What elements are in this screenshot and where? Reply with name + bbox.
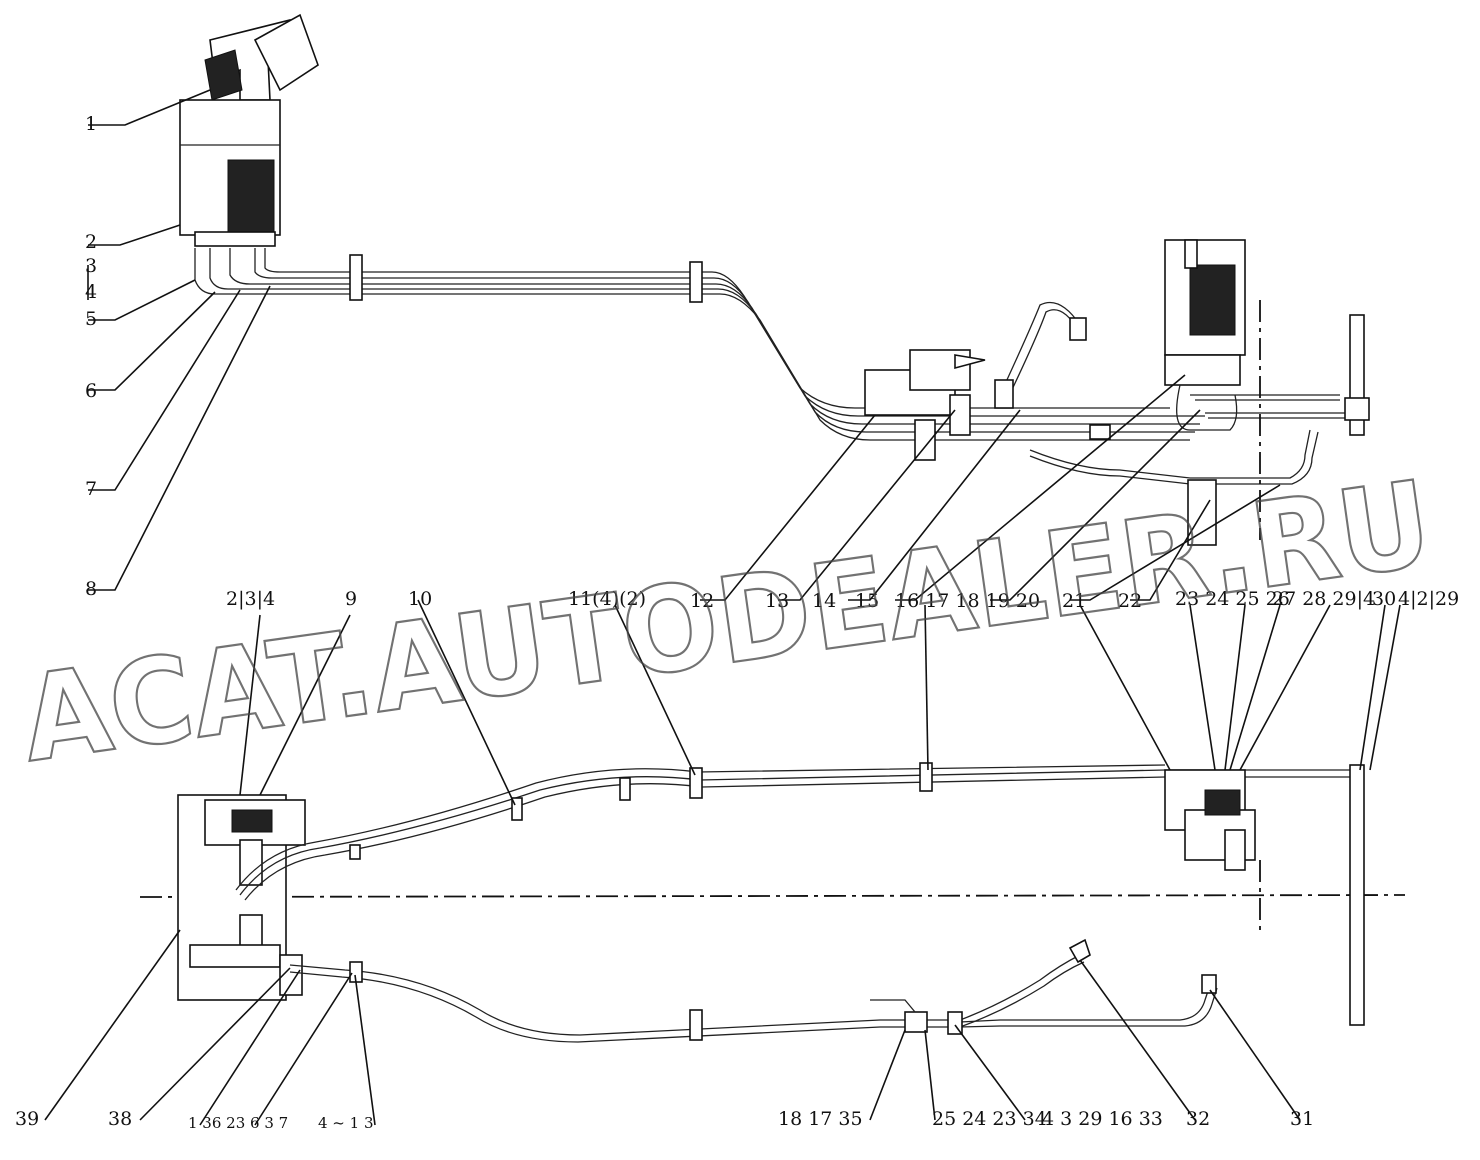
valve-block bbox=[227, 159, 275, 233]
callout-25-24-23-34: 25 24 23 34 bbox=[932, 1108, 1047, 1130]
callout-38: 38 bbox=[108, 1108, 132, 1130]
leader-lines bbox=[44, 89, 1401, 1126]
callout-32: 32 bbox=[1186, 1108, 1210, 1130]
callout-4-3-29-16-33: 4 3 29 16 33 bbox=[1042, 1108, 1163, 1130]
handle-lever bbox=[253, 13, 319, 92]
callout-1: 1 bbox=[85, 113, 97, 135]
bottom-assembly bbox=[139, 762, 1406, 1043]
callout-12: 12 bbox=[690, 590, 714, 612]
watermark-text: ACAT.AUTODEALER.RU bbox=[14, 454, 1439, 788]
callout-small-group-1: 1 36 23 6 3 7 bbox=[188, 1114, 288, 1132]
callout-3: 3 bbox=[85, 255, 97, 277]
callouts: 1 2 3 4 5 6 7 8 12 13 14 15 16 17 18 19 … bbox=[15, 113, 1459, 1132]
callout-5: 5 bbox=[85, 308, 97, 330]
callout-11: 11(4)(2) bbox=[568, 588, 646, 610]
callout-21: 21 bbox=[1062, 590, 1086, 612]
callout-small-group-2: 4 ~ 1 3 bbox=[318, 1114, 374, 1132]
callout-10: 10 bbox=[408, 588, 432, 610]
handle-grip bbox=[204, 49, 243, 101]
callout-22: 22 bbox=[1118, 590, 1142, 612]
callout-31: 31 bbox=[1290, 1108, 1314, 1130]
valve-ports bbox=[194, 231, 276, 247]
callout-8: 8 bbox=[85, 578, 97, 600]
callout-30: 30 bbox=[1372, 588, 1396, 610]
callout-2: 2 bbox=[85, 231, 97, 253]
callout-27-29: 27 28 29|4 bbox=[1272, 588, 1375, 610]
callout-9: 9 bbox=[345, 588, 357, 610]
callout-18-17-35: 18 17 35 bbox=[778, 1108, 863, 1130]
top-pipe-bundle bbox=[194, 239, 1370, 546]
control-valve-unit bbox=[179, 13, 319, 247]
callout-14: 14 bbox=[812, 590, 836, 612]
callout-39: 39 bbox=[15, 1108, 39, 1130]
callout-23-26: 23 24 25 26 bbox=[1175, 588, 1290, 610]
callout-15: 15 bbox=[855, 590, 879, 612]
callout-13: 13 bbox=[765, 590, 789, 612]
callout-2-3-4: 2|3|4 bbox=[226, 588, 275, 610]
centerline bbox=[139, 894, 1406, 898]
callout-6: 6 bbox=[85, 380, 97, 402]
callout-4: 4 bbox=[85, 281, 97, 303]
callout-7: 7 bbox=[85, 478, 97, 500]
callout-4-2-29: 4|2|29 bbox=[1398, 588, 1459, 610]
callout-16-20: 16 17 18 19 20 bbox=[895, 590, 1040, 612]
